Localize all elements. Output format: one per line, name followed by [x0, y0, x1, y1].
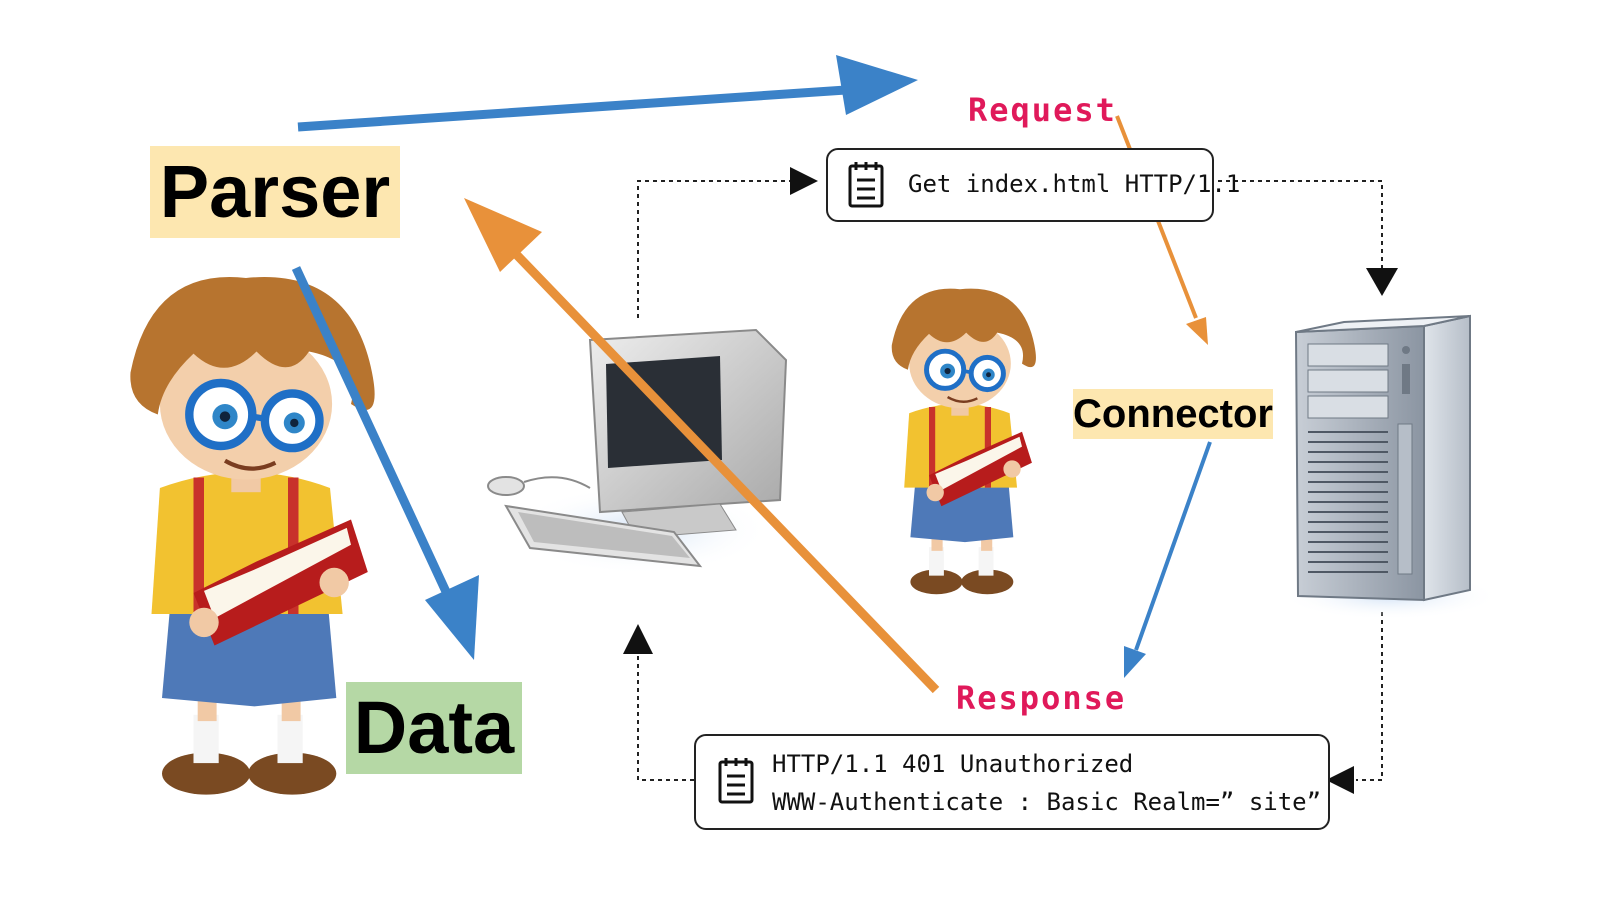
response-label: Response: [956, 679, 1127, 717]
server-arrowhead: [1366, 268, 1398, 296]
response-message-box: HTTP/1.1 401 Unauthorized WWW-Authentica…: [694, 734, 1330, 830]
parser-label: Parser: [159, 150, 391, 233]
response-to-parser-arrow: [464, 198, 940, 694]
connector-boy-illustration: [892, 289, 1036, 595]
parser-to-request-arrow: [297, 55, 918, 132]
data-label-bg: [346, 682, 522, 774]
response-header-line: WWW-Authenticate : Basic Realm=” site”: [772, 788, 1322, 816]
response-status-line: HTTP/1.1 401 Unauthorized: [772, 750, 1134, 778]
document-icon: [848, 162, 884, 208]
request-label: Request: [968, 91, 1117, 129]
data-label: Data: [353, 686, 515, 769]
response-arrowhead: [1326, 766, 1354, 794]
computer-arrowhead: [623, 624, 653, 654]
request-message-box: Get index.html HTTP/1.1: [826, 148, 1240, 222]
request-arrowhead: [790, 167, 818, 195]
parser-label-bg: [150, 146, 400, 238]
connector-label: Connector: [1073, 392, 1273, 436]
parser-to-data-arrow: [291, 266, 479, 660]
computer-icon: [487, 328, 788, 575]
connector-to-response-arrow: [1124, 441, 1212, 678]
request-path-dashed: [637, 180, 1383, 781]
server-icon: [1280, 314, 1500, 620]
request-line: Get index.html HTTP/1.1: [908, 170, 1241, 198]
document-icon: [718, 758, 754, 804]
connector-label-bg: [1073, 389, 1273, 439]
